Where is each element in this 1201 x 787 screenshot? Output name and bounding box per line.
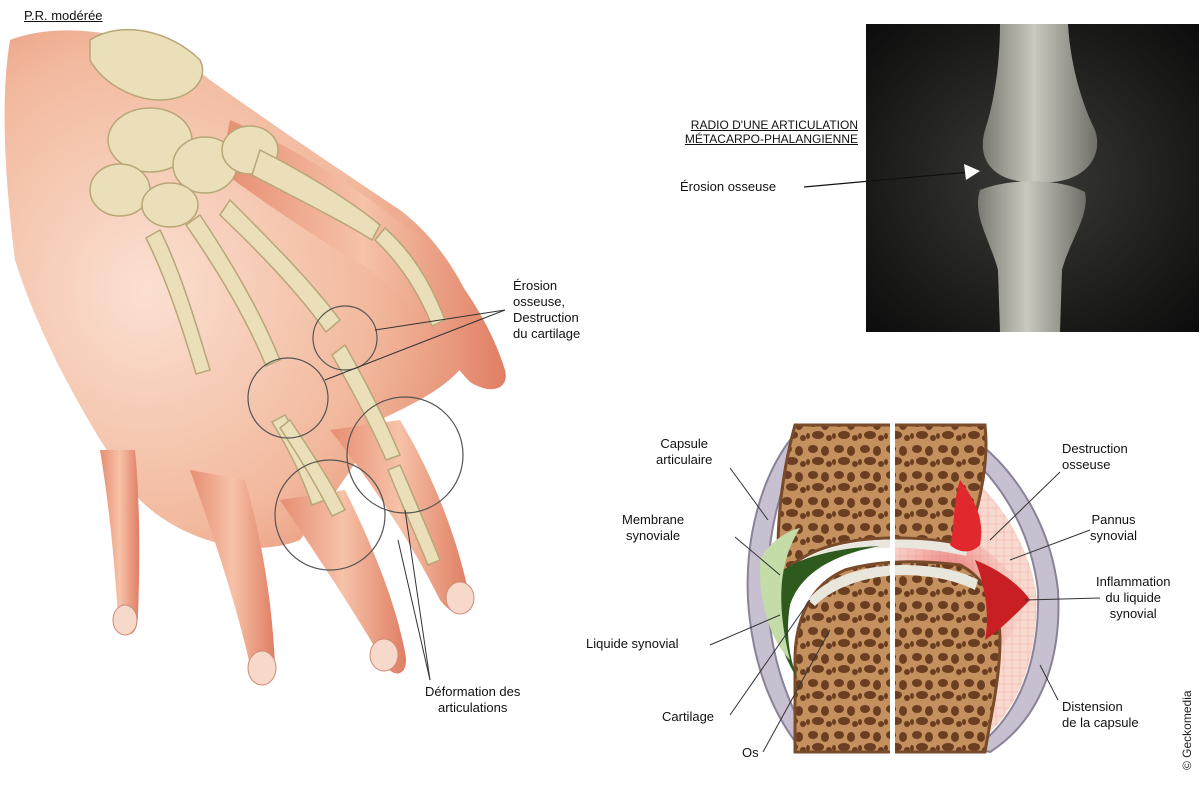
section-divider: [890, 420, 895, 755]
label-membrane: Membrane synoviale: [622, 512, 684, 544]
xray-title: RADIO D'UNE ARTICULATION MÉTACARPO-PHALA…: [618, 118, 858, 146]
label-os: Os: [742, 745, 759, 761]
xray-title-line2: MÉTACARPO-PHALANGIENNE: [618, 132, 858, 146]
label-destruction: Destruction osseuse: [1062, 441, 1128, 473]
hand-illustration: [5, 30, 506, 685]
joint-cross-section: [710, 420, 1100, 755]
nail: [248, 651, 276, 685]
label-capsule: Capsule articulaire: [656, 436, 712, 468]
nail: [446, 582, 474, 614]
label-distension: Distension de la capsule: [1062, 699, 1139, 731]
label-xray-erosion: Érosion osseuse: [680, 179, 776, 195]
label-pannus: Pannus synovial: [1090, 512, 1137, 544]
copyright-text: © Geckomedia: [1180, 690, 1194, 770]
label-inflammation: Inflammation du liquide synovial: [1096, 574, 1170, 622]
hand-panel-title: P.R. modérée: [24, 8, 103, 23]
nail: [113, 605, 137, 635]
label-liquide: Liquide synovial: [586, 636, 679, 652]
label-cartilage: Cartilage: [662, 709, 714, 725]
xray-title-line1: RADIO D'UNE ARTICULATION: [618, 118, 858, 132]
label-deformation: Déformation des articulations: [425, 684, 520, 716]
nail: [370, 639, 398, 671]
label-erosion-destruction: Érosion osseuse, Destruction du cartilag…: [513, 278, 580, 342]
xray-panel: [804, 24, 1199, 332]
